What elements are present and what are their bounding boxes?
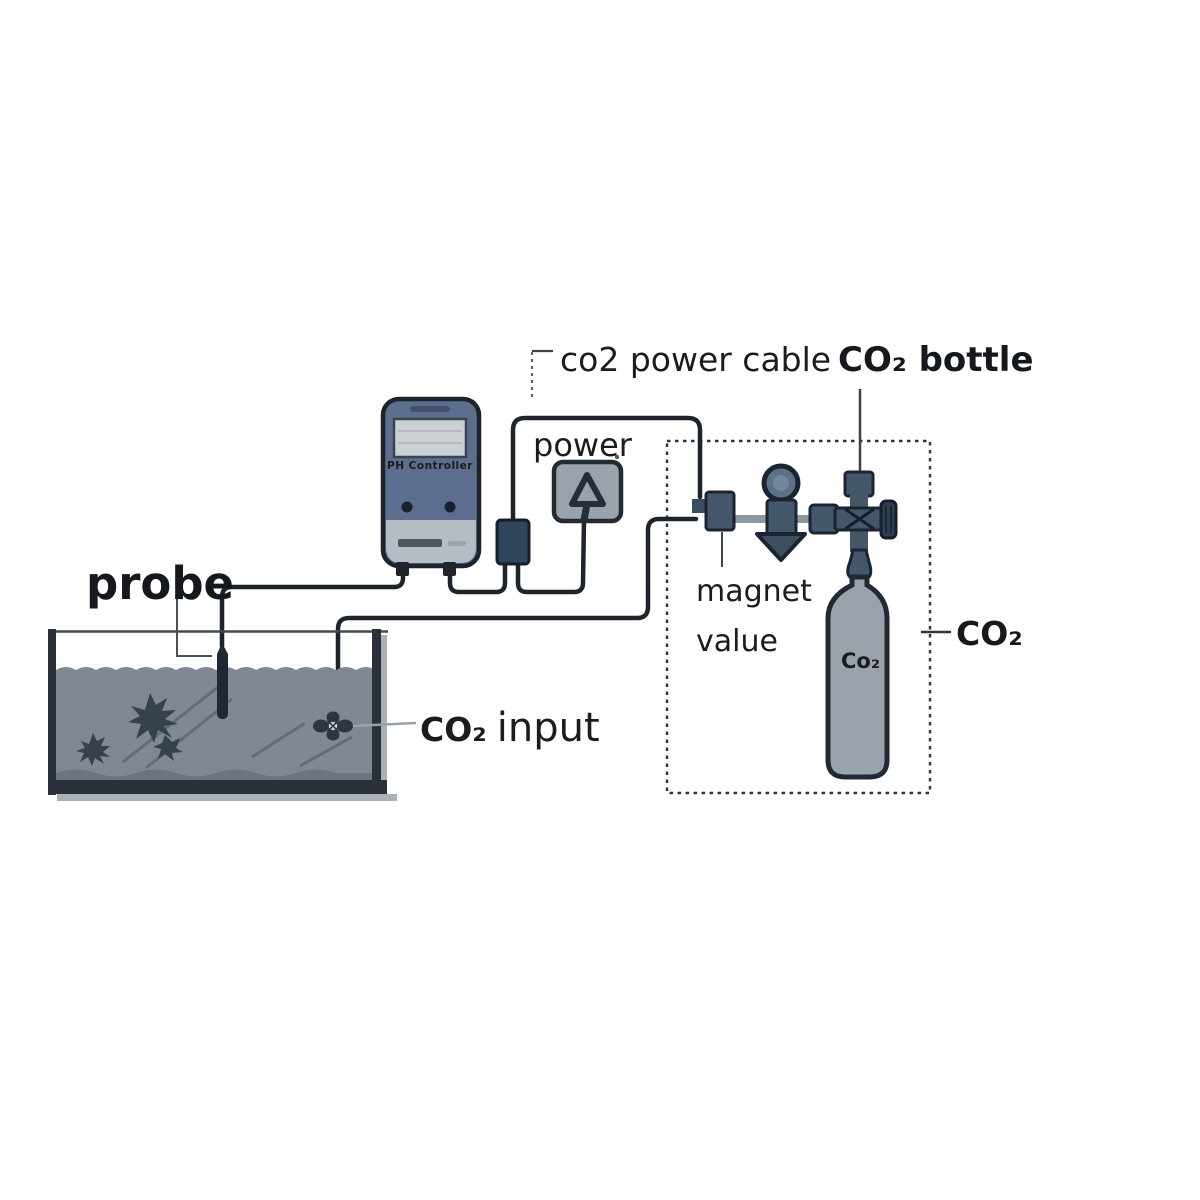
plug-stem xyxy=(580,503,591,521)
power-connector-box xyxy=(495,518,531,566)
co2-diffuser xyxy=(313,711,353,741)
co2-input-label-word: input xyxy=(497,705,600,751)
probe-label: probe xyxy=(86,557,234,610)
diffuser-petal-west xyxy=(313,719,329,733)
controller-button-right[interactable] xyxy=(444,501,456,513)
co2-input-label: CO₂ input xyxy=(420,705,600,751)
controller-brand-smudge xyxy=(410,406,450,412)
co2-input-label-co2: CO₂ xyxy=(420,710,487,749)
controller-footer-smudge xyxy=(398,539,442,547)
controller-connector-cable xyxy=(447,563,508,595)
magnet-valve-label-line1: magnet xyxy=(696,574,812,609)
sediment xyxy=(56,769,378,782)
plant-large-lower xyxy=(153,735,183,761)
aquarium-tank xyxy=(48,629,397,801)
co2-box-label: CO₂ xyxy=(956,614,1023,653)
valve-x-mark-2 xyxy=(844,507,875,531)
magnet-valve-body xyxy=(704,490,736,532)
cables xyxy=(219,415,703,722)
callout-lines xyxy=(176,349,951,728)
diffuser-petal-south xyxy=(326,729,340,741)
plants xyxy=(76,693,183,766)
power-label: power xyxy=(533,426,633,464)
ph-probe xyxy=(217,643,228,719)
tank-wall-right-shadow xyxy=(381,635,387,795)
plant-small xyxy=(76,733,110,766)
controller-display xyxy=(392,417,468,459)
down-arrow xyxy=(755,532,807,562)
probe-cable xyxy=(219,563,406,649)
controller-footer-mark xyxy=(448,541,466,546)
pressure-gauge-face xyxy=(773,475,789,491)
controller-button-left[interactable] xyxy=(401,501,413,513)
plant-large xyxy=(128,693,178,743)
co2-bottle: Co₂ xyxy=(825,574,890,780)
diffuser-petal-east xyxy=(337,719,353,733)
co2-bottle-label: CO₂ bottle xyxy=(838,340,1034,380)
probe-pointer xyxy=(176,598,212,657)
gauge-body xyxy=(765,498,798,538)
streak xyxy=(251,721,306,759)
controller-port-left xyxy=(396,562,409,576)
diagram-labels: co2 power cable CO₂ bottle power magnet … xyxy=(86,340,1034,751)
co2-gas-tube xyxy=(335,516,699,722)
valve-assembly xyxy=(692,463,898,580)
bottle-body-text: Co₂ xyxy=(841,649,880,673)
diffuser-cross-2 xyxy=(326,719,340,733)
controller-port-right xyxy=(443,562,456,576)
bottle-valve-top-cap xyxy=(843,470,875,498)
co2-power-cable xyxy=(510,415,703,523)
streak xyxy=(299,735,353,768)
bottle-body xyxy=(825,574,890,780)
plug-icon xyxy=(569,472,606,507)
valve-knob[interactable] xyxy=(879,499,898,540)
tank-bottom-shadow xyxy=(57,794,397,801)
controller-label-text: PH Controller xyxy=(387,460,473,472)
ph-controller: PH Controller xyxy=(380,396,482,576)
plug-power-cable xyxy=(515,516,587,595)
tank-wall-left xyxy=(48,629,56,795)
co2-input-pointer xyxy=(352,721,417,728)
magnet-valve-tab xyxy=(692,499,708,513)
dashed-enclosure-box xyxy=(665,439,932,795)
co2-power-cable-label: co2 power cable xyxy=(560,340,831,379)
power-plug xyxy=(551,454,624,524)
tank-bottom xyxy=(48,780,387,794)
bottle-neck-flange xyxy=(846,548,873,580)
magnet-valve-label-line2: value xyxy=(696,624,778,659)
diffuser-petal-north xyxy=(326,711,340,723)
plug-dot-mark xyxy=(614,454,620,460)
tank-wall-right xyxy=(372,629,381,795)
